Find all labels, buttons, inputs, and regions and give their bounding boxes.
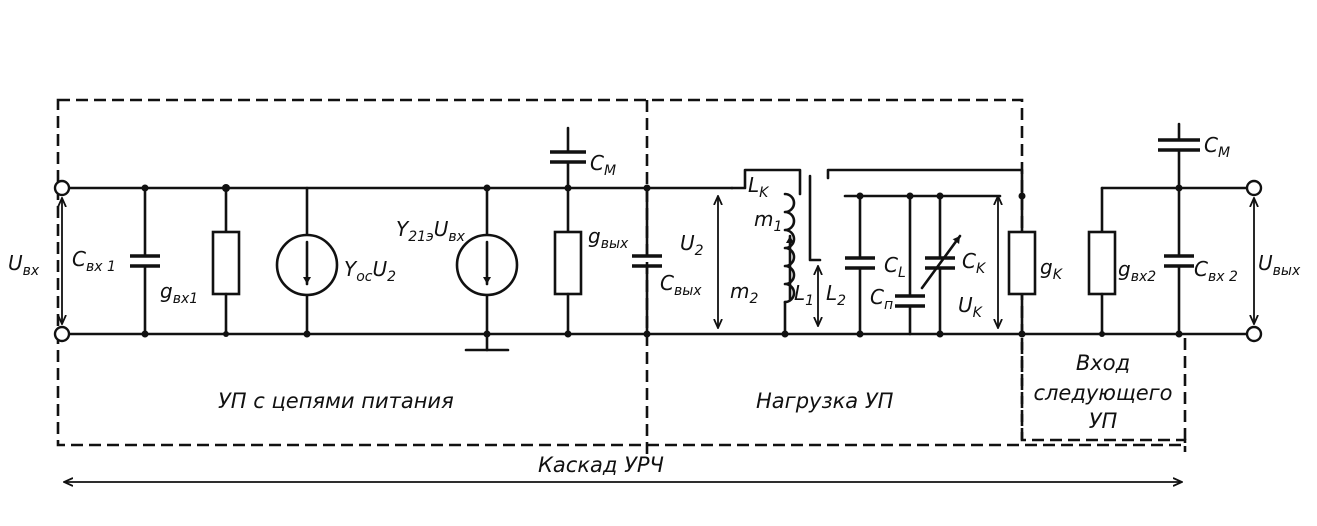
label-l2: L2 (826, 281, 846, 309)
input-terminals (53, 179, 71, 343)
label-u-out: Uвых (1258, 251, 1301, 279)
g-k-resistor (1007, 192, 1037, 338)
y-oc-current-source (275, 186, 339, 338)
c-out-capacitor (632, 184, 662, 338)
rails (66, 186, 1250, 336)
label-c-in2: Cвх 2 (1194, 257, 1238, 285)
c-p-capacitor (895, 192, 925, 336)
label-u2: U2 (680, 231, 704, 259)
c-l-capacitor (845, 192, 875, 338)
label-l1: L1 (794, 281, 814, 309)
input-terminal-top (53, 179, 71, 197)
c-m2-capacitor (1158, 122, 1200, 190)
label-c-m2: CM (1204, 133, 1230, 161)
label-c-k: CK (962, 249, 987, 277)
section-next-input-line1: Вход (1076, 351, 1130, 375)
label-g-in1: gвх1 (160, 279, 198, 307)
label-c-l: CL (884, 253, 906, 281)
g-in1-resistor (211, 184, 241, 337)
label-m2: m2 (730, 279, 758, 307)
label-c-p: Cп (870, 285, 893, 313)
section-boundaries (56, 98, 1187, 458)
output-terminal-bottom (1245, 325, 1263, 343)
input-terminal-bottom (53, 325, 71, 343)
label-c-m1: CM (590, 151, 616, 179)
c-k-variable-capacitor (920, 192, 962, 338)
section-amplifier-label: УП с цепями питания (218, 389, 454, 413)
c-in1-capacitor (130, 184, 160, 338)
section-next-input-line2: следующего (1033, 381, 1172, 405)
g-out-resistor (553, 186, 583, 338)
label-u-in: Uвх (8, 251, 40, 279)
y21-current-source (455, 184, 519, 352)
c-m1-capacitor (550, 126, 586, 192)
section-load-label: Нагрузка УП (756, 389, 894, 413)
component-labels: Uвх Cвх 1 gвх1 YосU2 Y21эUвх CM gвых U2 … (8, 133, 1301, 321)
section-stage-label: Каскад УРЧ (538, 453, 664, 477)
label-y-oc-u2: YосU2 (344, 257, 396, 285)
label-m1: m1 (754, 207, 782, 235)
c-in2-capacitor (1164, 184, 1194, 338)
output-terminal-top (1245, 179, 1263, 197)
label-c-out: Cвых (660, 271, 702, 299)
section-next-input-line3: УП (1089, 409, 1118, 433)
output-terminals (1245, 179, 1263, 343)
label-g-in2: gвх2 (1118, 257, 1156, 285)
label-g-k: gK (1040, 255, 1064, 283)
g-in2-resistor (1087, 186, 1117, 337)
label-l-k: LK (748, 173, 770, 201)
label-c-in1: Cвх 1 (72, 247, 116, 275)
label-u-k: UK (958, 293, 984, 321)
label-g-out: gвых (588, 224, 629, 252)
label-y21-u-in: Y21эUвх (396, 217, 466, 245)
section-labels: УП с цепями питания Нагрузка УП Вход сле… (218, 351, 1173, 477)
